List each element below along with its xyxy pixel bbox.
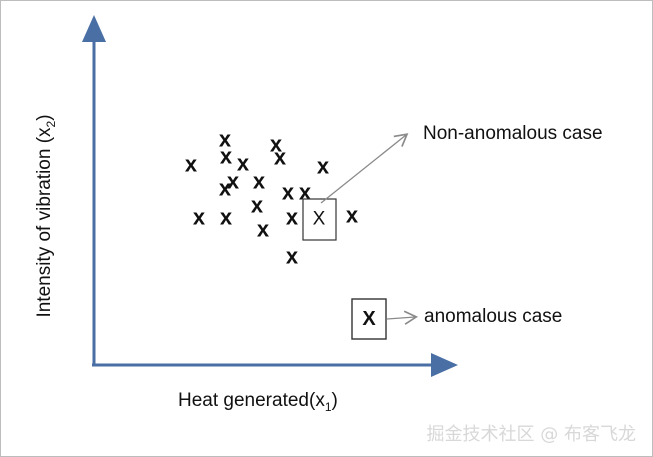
normal-point: x	[253, 169, 266, 194]
normal-point: x	[237, 151, 250, 176]
y-axis-label: Intensity of vibration (x2)	[34, 114, 58, 318]
normal-point: x	[193, 205, 206, 230]
normal-point: x	[317, 154, 330, 179]
label-anomalous-case: anomalous case	[424, 306, 563, 327]
normal-point: x	[219, 176, 232, 201]
normal-point: x	[299, 180, 312, 205]
normal-point: x	[219, 127, 232, 152]
pointer-arrow-non-anomalous	[320, 133, 409, 204]
normal-point: x	[346, 203, 359, 228]
highlight-box-normal	[302, 198, 337, 241]
normal-point: x	[185, 152, 198, 177]
normal-point: x	[251, 193, 264, 218]
highlighted-normal-point: X	[313, 209, 326, 230]
normal-point: x	[282, 180, 295, 205]
normal-point: x	[274, 145, 287, 170]
normal-point: x	[286, 244, 299, 269]
pointer-arrow-anomalous	[386, 310, 419, 325]
x-axis-label: Heat generated(x1)	[178, 390, 338, 414]
normal-point: x	[270, 132, 283, 157]
watermark: 掘金技术社区 @ 布客飞龙	[426, 424, 636, 445]
normal-point: x	[220, 205, 233, 230]
anomalous-point: X	[362, 308, 376, 330]
normal-point: x	[257, 217, 270, 242]
normal-point: x	[286, 205, 299, 230]
highlight-box-anomalous	[351, 298, 387, 340]
normal-point: x	[220, 144, 233, 169]
normal-point: x	[227, 169, 240, 194]
label-non-anomalous-case: Non-anomalous case	[423, 123, 603, 144]
